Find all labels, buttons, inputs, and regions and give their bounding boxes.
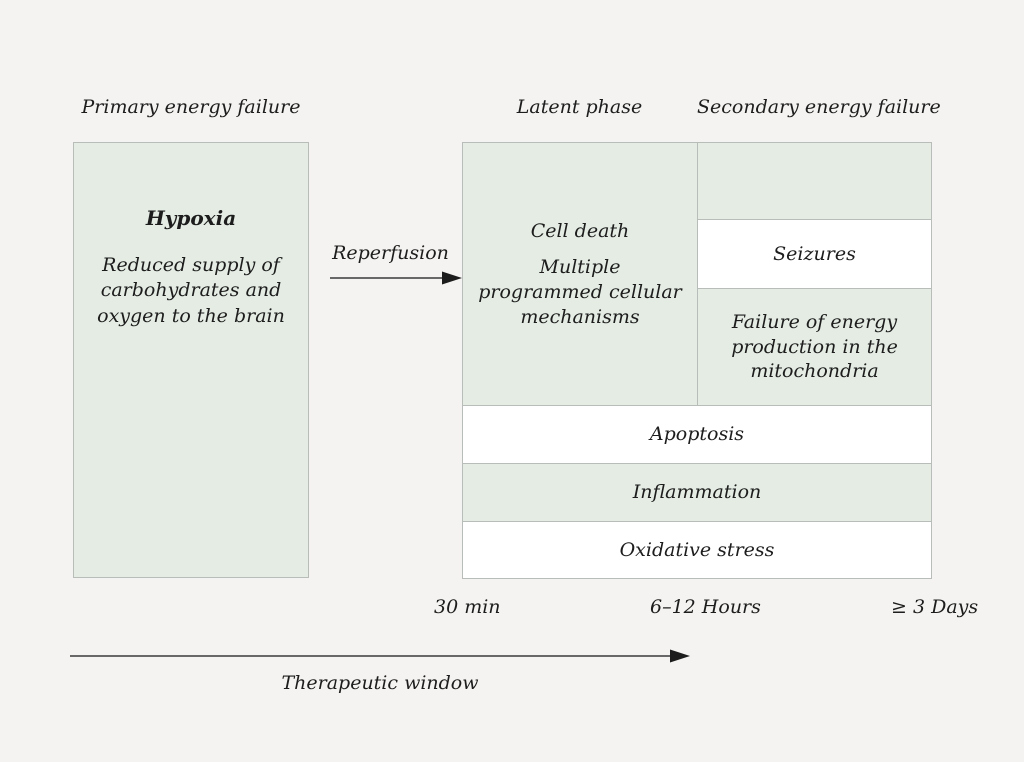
arrow-right-icon — [330, 271, 462, 285]
arrow-right-icon — [70, 649, 690, 663]
box-inflammation: Inflammation — [462, 463, 932, 522]
box-cell-death: Cell death Multiple programmed cellular … — [462, 142, 698, 406]
time-label-30-min: 30 min — [434, 596, 501, 618]
time-label-3-days: ≥ 3 Days — [891, 596, 979, 618]
therapeutic-window-label: Therapeutic window — [281, 672, 479, 694]
hypoxia-title: Hypoxia — [145, 206, 237, 230]
time-label-6-12-hours: 6–12 Hours — [650, 596, 761, 618]
cell-death-mechanisms-label: Multiple programmed cellular mechanisms — [478, 256, 682, 328]
box-secondary-spacer — [697, 142, 932, 220]
box-oxidative-stress: Oxidative stress — [462, 521, 932, 579]
box-seizures: Seizures — [697, 219, 932, 289]
box-mitochondrial-failure: Failure of energy production in the mito… — [697, 288, 932, 406]
box-apoptosis: Apoptosis — [462, 405, 932, 464]
box-hypoxia: Hypoxia Reduced supply of carbohydrates … — [73, 142, 309, 578]
cell-death-label: Cell death — [530, 219, 630, 242]
column-header-latent-phase: Latent phase — [516, 96, 643, 118]
reperfusion-label: Reperfusion — [332, 242, 449, 264]
hypoxia-description: Reduced supply of carbohydrates and oxyg… — [97, 254, 285, 327]
column-header-secondary-energy-failure: Secondary energy failure — [697, 96, 941, 118]
column-header-primary-energy-failure: Primary energy failure — [81, 96, 301, 118]
